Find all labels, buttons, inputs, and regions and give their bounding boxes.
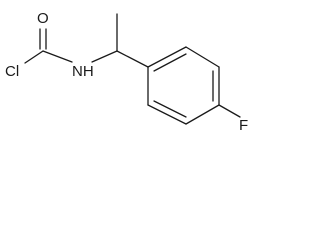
nitrogen-label: NH xyxy=(72,63,94,80)
carbonyl-chlorine-bond xyxy=(24,50,44,64)
nitrogen-methine-bond xyxy=(91,50,118,63)
oxygen-label: O xyxy=(37,10,49,27)
ring-bond-4 xyxy=(185,104,220,125)
ring-bond-5 xyxy=(147,104,187,125)
ring-bond-1 xyxy=(147,46,187,68)
ring-inner-bond-3 xyxy=(153,100,187,118)
carbonyl-nitrogen-bond xyxy=(42,50,73,63)
ring-fluorine-bond xyxy=(218,104,241,118)
ring-bond-2 xyxy=(185,46,220,68)
methine-ring-bond xyxy=(116,50,149,68)
ring-inner-bond-1 xyxy=(153,53,187,72)
chlorine-label: Cl xyxy=(5,63,19,80)
fluorine-label: F xyxy=(239,117,248,134)
chemical-structure: O Cl NH F xyxy=(5,10,248,134)
